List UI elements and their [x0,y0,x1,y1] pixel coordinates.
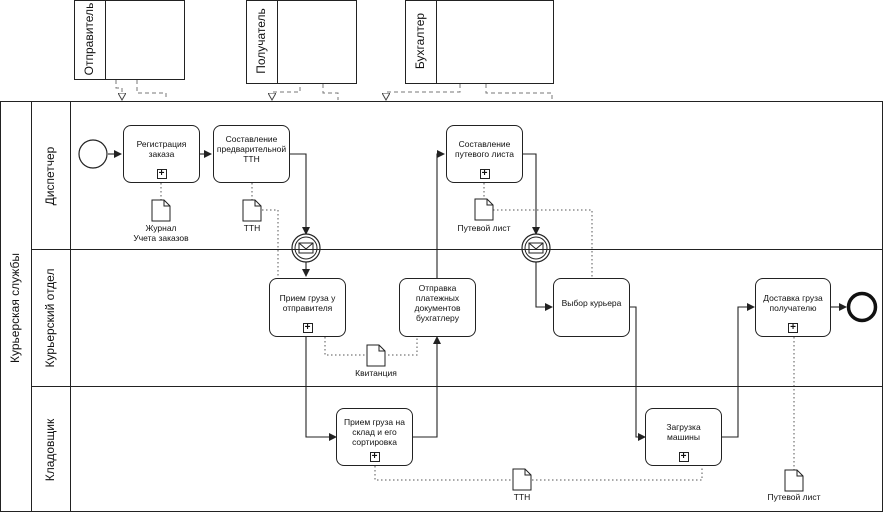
task-prelim-ttn[interactable]: Составление предварительной ТТН [213,125,290,183]
expand-icon[interactable]: + [788,323,798,333]
doc-journal-label: Журнал Учета заказов [133,223,189,243]
task-registration[interactable]: Регистрация заказа + [123,125,200,183]
data-object-journal [151,199,171,222]
end-event [846,291,878,323]
task-loading[interactable]: Загрузка машины + [645,408,722,466]
main-pool-label: Курьерская службы [8,253,22,363]
task-delivery[interactable]: Доставка груза получателю + [755,278,831,337]
expand-icon[interactable]: + [369,452,380,462]
data-object-ttn-bottom [512,468,532,491]
lane-storekeeper-label: Кладовщик [43,418,57,482]
task-registration-label: Регистрация заказа [136,139,187,159]
task-warehouse[interactable]: Прием груза на склад и его сортировка + [336,408,413,466]
doc-waybill-top-label: Путевой лист [457,223,511,233]
task-courier-select-label: Выбор курьера [561,297,622,308]
data-objects [151,198,804,492]
task-prelim-ttn-label: Составление предварительной ТТН [216,134,287,164]
pool-receiver: Получатель [246,0,357,84]
pool-accountant-label: Бухгалтер [413,12,427,70]
task-warehouse-label: Прием груза на склад и его сортировка [344,417,405,447]
task-waybill-label: Составление путевого листа [454,139,514,159]
lane-courier-dept-label: Курьерский отдел [43,268,57,368]
doc-waybill-bottom-label: Путевой лист [767,492,821,502]
task-pickup-label: Прием груза у отправителя [279,292,336,313]
task-loading-label: Загрузка машины [666,422,701,442]
doc-ttn-bottom-label: ТТН [513,492,531,502]
doc-ttn-top-label: ТТН [243,223,261,233]
data-object-waybill-top [474,198,494,221]
data-object-waybill-bottom [784,469,804,492]
data-object-receipt [366,344,386,367]
task-waybill[interactable]: Составление путевого листа + [446,125,523,183]
expand-icon[interactable]: + [678,452,689,462]
message-event-1 [291,233,321,263]
task-pickup[interactable]: Прием груза у отправителя + [269,278,346,337]
data-associations [160,183,795,481]
start-event [78,139,108,169]
expand-icon[interactable]: + [479,169,490,179]
pool-accountant: Бухгалтер [405,0,554,84]
pool-receiver-label: Получатель [254,8,268,74]
data-object-ttn-top [242,199,262,222]
sequence-flows [108,150,847,441]
message-event-2 [521,233,551,263]
doc-receipt-label: Квитанция [355,368,397,378]
expand-icon[interactable]: + [302,323,313,333]
pool-sender: Отправитель [74,0,185,80]
task-payment-docs-label: Отправка платежных документов бухгатлеру [414,282,461,323]
task-payment-docs[interactable]: Отправка платежных документов бухгатлеру [399,278,476,337]
lane-dispatcher-label: Диспетчер [43,146,57,206]
task-courier-select[interactable]: Выбор курьера [553,278,630,337]
expand-icon[interactable]: + [156,169,167,179]
task-delivery-label: Доставка груза получателю [763,292,823,313]
message-flows [115,80,553,100]
pool-sender-label: Отправитель [82,2,96,76]
